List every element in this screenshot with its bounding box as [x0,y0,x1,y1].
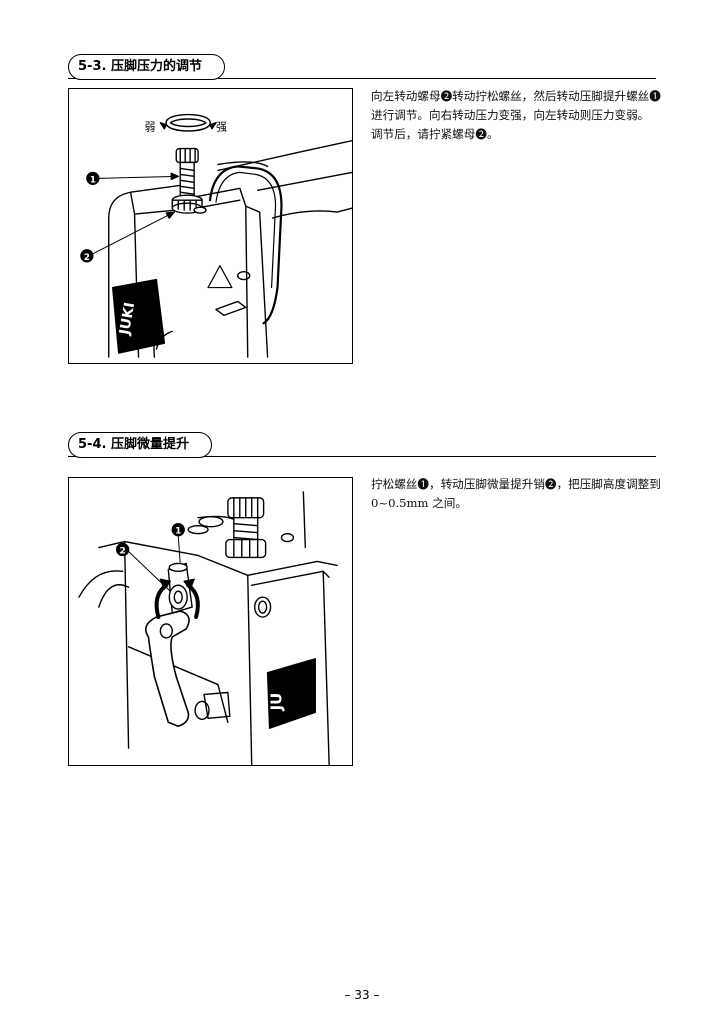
section-title: 5-3. 压脚压力的调节 [68,54,225,80]
presser-pressure-figure: 弱 强 JUKI [68,88,353,364]
label-strong: 强 [216,121,227,134]
label-weak: 弱 [144,121,155,134]
micro-lift-illustration: JU 1 2 [78,491,338,765]
presser-lifter-bracket [208,165,283,325]
presser-adjust-screw [175,147,199,201]
rotation-arrow-icon [159,113,217,132]
callout-2: 2 [115,542,171,592]
page-number: – 33 – [344,988,380,1002]
instruction-paragraph: 调节后，请拧紧螺母❷。 [371,127,499,141]
svg-text:2: 2 [120,546,126,556]
section-rule [68,78,656,79]
callout-2: 2 [80,211,175,263]
juki-logo: JUKI [112,278,166,354]
svg-text:JUKI: JUKI [117,301,139,337]
section-title: 5-4. 压脚微量提升 [68,432,212,458]
presser-adjust-screw [225,497,267,559]
instruction-paragraph: 拧松螺丝❶，转动压脚微量提升销❷，把压脚高度调整到 0~0.5mm 之间。 [371,477,661,510]
section-5-3-body: 向左转动螺母❷转动拧松螺丝，然后转动压脚提升螺丝❶进行调节。向右转动压力变强，向… [371,87,661,144]
micro-lift-figure: JU 1 2 [68,477,353,766]
callout-1: 1 [86,171,179,185]
svg-text:1: 1 [175,527,181,537]
machine-head-body [78,491,338,765]
svg-text:JU: JU [267,693,285,712]
section-5-3-header: 5-3. 压脚压力的调节 [68,53,656,80]
instruction-paragraph: 向左转动螺母❷转动拧松螺丝，然后转动压脚提升螺丝❶进行调节。向右转动压力变强，向… [371,89,661,122]
micro-lift-pin [145,562,193,728]
svg-text:2: 2 [84,253,90,263]
svg-text:1: 1 [90,175,96,185]
section-5-4-header: 5-4. 压脚微量提升 [68,431,656,458]
lock-nut [171,194,207,214]
juki-logo: JU [266,658,316,729]
rotation-arrow-icon [154,578,200,620]
section-rule [68,456,656,457]
callout-1: 1 [171,522,185,564]
presser-pressure-illustration: 弱 强 JUKI [80,113,352,358]
section-5-4-body: 拧松螺丝❶，转动压脚微量提升销❷，把压脚高度调整到 0~0.5mm 之间。 [371,475,661,513]
